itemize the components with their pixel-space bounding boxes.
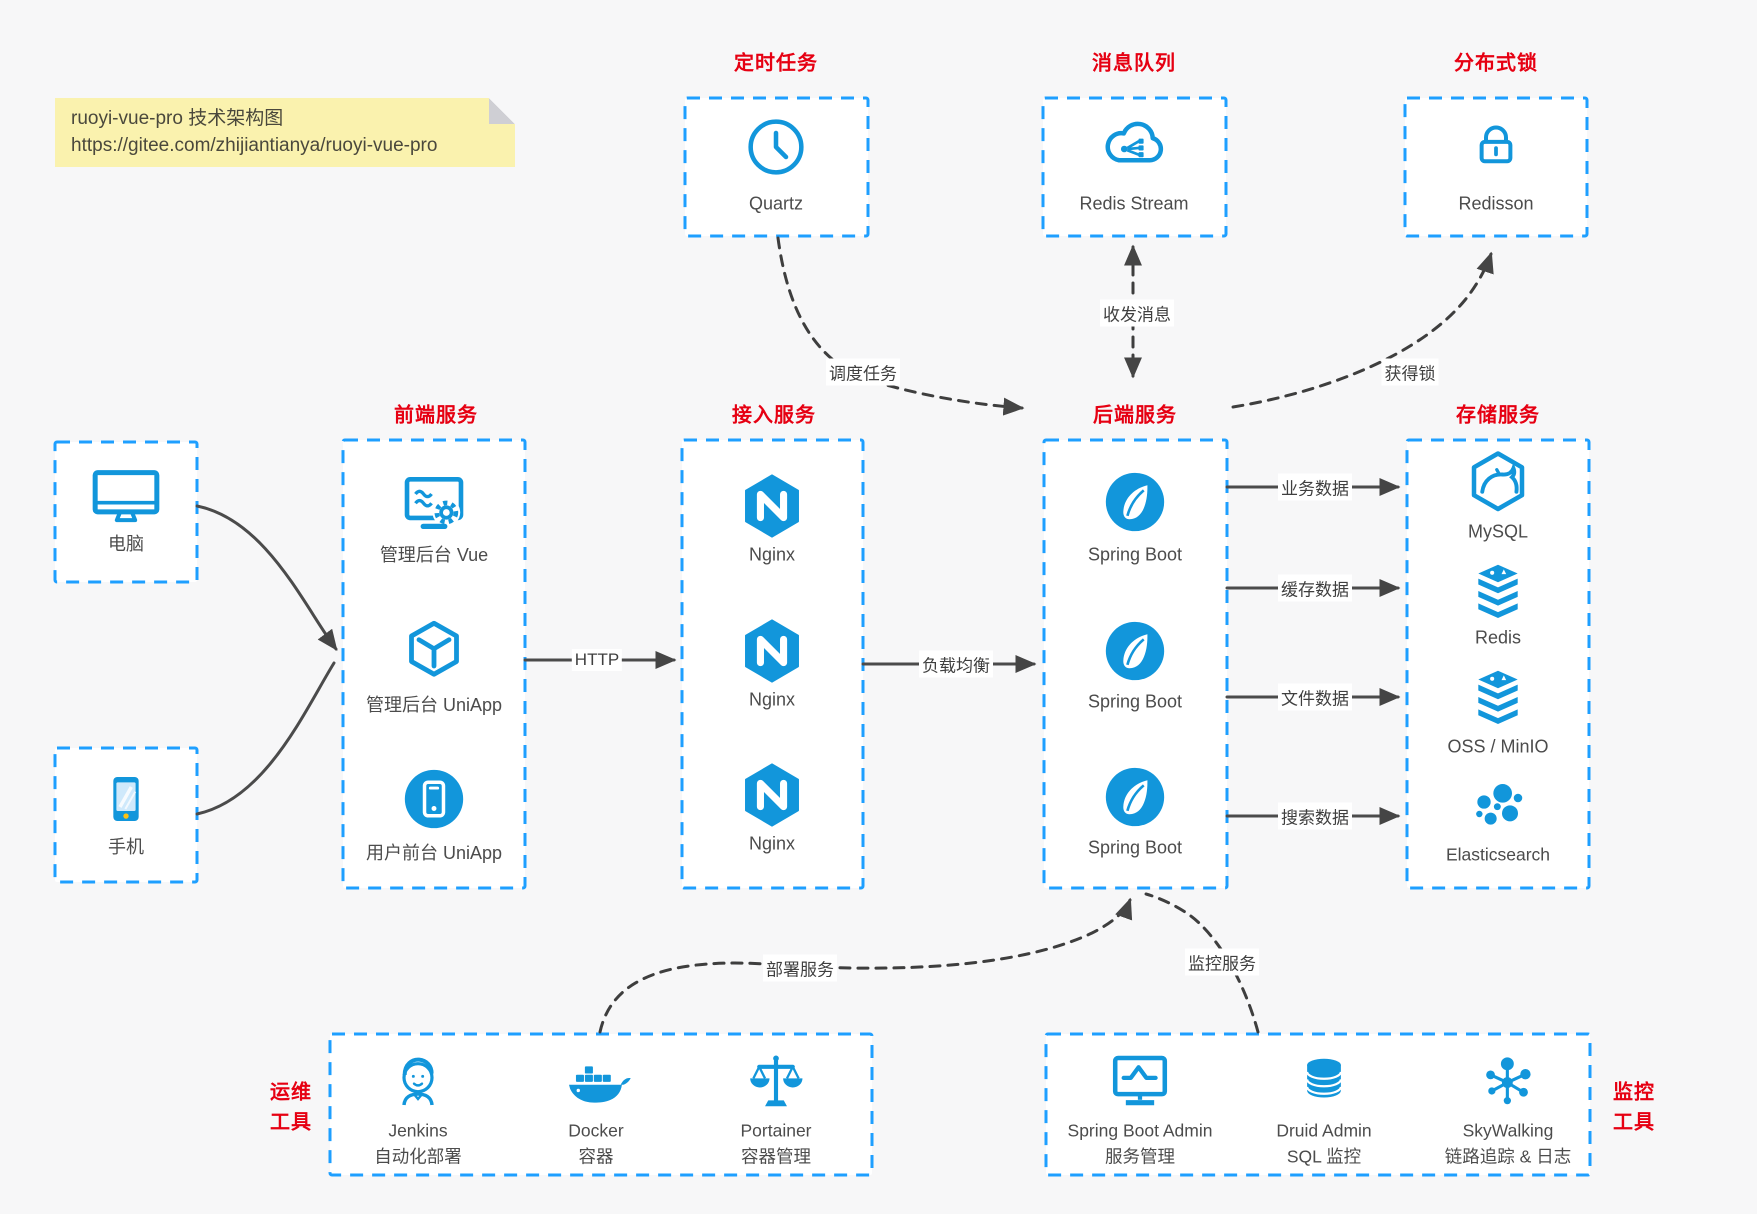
redis-label: Redis <box>1474 627 1522 648</box>
nginx-icon <box>735 614 809 688</box>
mq-group-box <box>1041 96 1228 238</box>
frontend-user-uniapp-label: 用户前台 UniApp <box>365 843 503 863</box>
edge-acquire-lock-label: 获得锁 <box>1381 358 1439 386</box>
frontend-vue-label: 管理后台 Vue <box>379 545 489 565</box>
lock-group-box <box>1403 96 1589 238</box>
mysql-icon <box>1462 446 1534 518</box>
spring-boot-admin-icon <box>1106 1046 1174 1114</box>
nginx-label-2: Nginx <box>748 689 796 710</box>
jenkins-label: Jenkins <box>388 1120 448 1141</box>
title-backend-services: 后端服务 <box>1093 404 1177 427</box>
edge-deploy-label: 部署服务 <box>763 954 837 982</box>
docker-label: Docker <box>568 1120 624 1141</box>
ops-group-box <box>328 1032 874 1177</box>
jenkins-desc: 自动化部署 <box>374 1146 462 1167</box>
title-frontend-services: 前端服务 <box>394 404 478 427</box>
smartphone-icon <box>94 767 158 831</box>
title-ops-tools-line2: 工具 <box>270 1111 312 1134</box>
nginx-label-1: Nginx <box>748 544 796 565</box>
title-monitor-tools-line2: 工具 <box>1613 1111 1655 1134</box>
oss-minio-icon <box>1463 662 1533 732</box>
desktop-computer-icon <box>86 456 166 536</box>
nginx-icon <box>735 758 809 832</box>
edge-acquire-lock-curve <box>1231 251 1494 409</box>
druid-label: Druid Admin <box>1276 1120 1372 1141</box>
title-scheduled-tasks: 定时任务 <box>734 52 818 75</box>
title-access-services: 接入服务 <box>732 404 816 427</box>
skywalking-label: SkyWalking <box>1462 1120 1554 1141</box>
elasticsearch-label: Elasticsearch <box>1445 844 1551 865</box>
edge-deploy-curve <box>598 897 1133 1034</box>
docker-desc: 容器 <box>578 1146 614 1167</box>
spring-boot-label-3: Spring Boot <box>1087 837 1183 858</box>
spring-boot-icon <box>1100 616 1170 686</box>
mobile-app-circle-icon <box>399 764 469 834</box>
storage-group-box <box>1405 438 1591 890</box>
edge-monitor-label: 监控服务 <box>1185 948 1259 976</box>
edge-messaging-label: 收发消息 <box>1100 299 1174 327</box>
cube-y-uniapp-icon <box>398 615 470 687</box>
edge-computer-frontend <box>195 504 338 651</box>
druid-database-icon <box>1294 1050 1354 1110</box>
edge-phone-frontend <box>195 661 336 816</box>
portainer-label: Portainer <box>740 1120 812 1141</box>
edge-schedule-curve <box>776 236 1025 416</box>
title-storage-services: 存储服务 <box>1456 404 1540 427</box>
portainer-scales-icon <box>745 1050 807 1112</box>
docker-icon <box>559 1045 633 1119</box>
elasticsearch-icon <box>1466 774 1530 838</box>
title-monitor-tools-line1: 监控 <box>1613 1081 1655 1104</box>
spring-boot-admin-label: Spring Boot Admin <box>1067 1120 1213 1141</box>
spring-boot-label-2: Spring Boot <box>1087 691 1183 712</box>
redis-stream-label: Redis Stream <box>1079 193 1189 214</box>
monitoring-group-box <box>1044 1032 1592 1177</box>
redisson-lock-icon <box>1466 115 1526 175</box>
note-url: https://gitee.com/zhijiantianya/ruoyi-vu… <box>71 135 438 156</box>
spring-boot-icon <box>1100 467 1170 537</box>
spring-boot-icon <box>1100 762 1170 832</box>
scheduled-group-box <box>683 96 870 238</box>
title-ops-tools-line1: 运维 <box>270 1081 312 1104</box>
edge-cache-data-label: 缓存数据 <box>1278 574 1352 602</box>
note-title: ruoyi-vue-pro 技术架构图 <box>71 108 284 129</box>
spring-boot-admin-desc: 服务管理 <box>1105 1146 1175 1167</box>
nginx-label-3: Nginx <box>748 833 796 854</box>
frontend-admin-uniapp-label: 管理后台 UniApp <box>365 695 503 715</box>
redisson-label: Redisson <box>1458 193 1534 214</box>
phone-label: 手机 <box>108 837 144 857</box>
monitor-gear-icon <box>397 467 471 541</box>
skywalking-desc: 链路追踪 & 日志 <box>1444 1146 1572 1167</box>
edge-load-balance-label: 负载均衡 <box>919 650 993 678</box>
edge-business-data-label: 业务数据 <box>1278 473 1352 501</box>
quartz-label: Quartz <box>748 193 804 214</box>
oss-minio-label: OSS / MinIO <box>1447 736 1549 757</box>
redis-icon <box>1463 556 1533 626</box>
mysql-label: MySQL <box>1467 521 1529 542</box>
edge-monitor-curve <box>1144 892 1260 1034</box>
title-message-queue: 消息队列 <box>1092 52 1176 75</box>
note-folded-corner-icon <box>489 98 515 124</box>
redis-stream-cloud-icon <box>1098 110 1170 182</box>
edge-schedule-label: 调度任务 <box>826 358 900 386</box>
skywalking-cluster-icon <box>1477 1049 1539 1111</box>
nginx-icon <box>735 469 809 543</box>
sticky-note: ruoyi-vue-pro 技术架构图 https://gitee.com/zh… <box>55 98 515 167</box>
edge-search-data-label: 搜索数据 <box>1278 802 1352 830</box>
edge-http-label: HTTP <box>571 649 623 671</box>
portainer-desc: 容器管理 <box>741 1146 811 1167</box>
computer-label: 电脑 <box>108 534 144 554</box>
quartz-clock-icon <box>744 115 808 179</box>
jenkins-icon <box>386 1049 450 1113</box>
druid-desc: SQL 监控 <box>1286 1146 1362 1167</box>
spring-boot-label-1: Spring Boot <box>1087 544 1183 565</box>
title-distributed-lock: 分布式锁 <box>1454 52 1538 75</box>
edge-file-data-label: 文件数据 <box>1278 683 1352 711</box>
